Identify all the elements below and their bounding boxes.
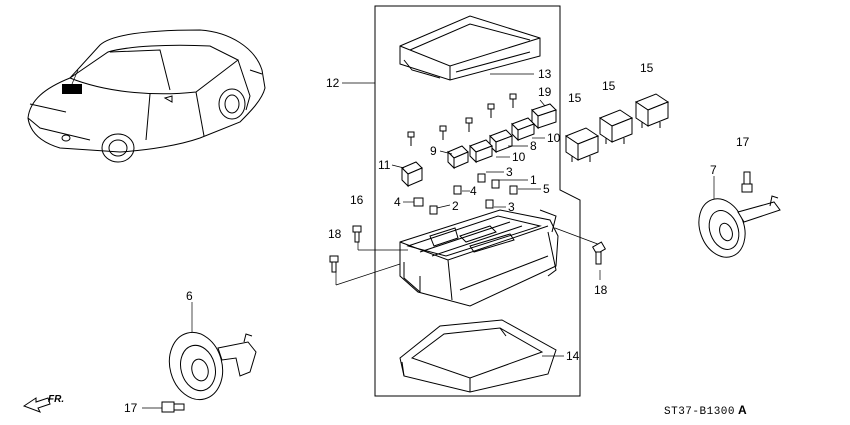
front-arrow-label: FR. bbox=[48, 394, 64, 405]
bolt-icon bbox=[591, 241, 607, 265]
relay-19 bbox=[531, 103, 557, 130]
relay-icon bbox=[564, 127, 600, 162]
callout-14: 14 bbox=[566, 349, 580, 363]
fuse-icon bbox=[413, 173, 518, 215]
callout-2: 2 bbox=[452, 199, 459, 213]
car-outline-icon bbox=[27, 29, 266, 163]
callout-13: 13 bbox=[538, 67, 552, 81]
relay-8 bbox=[489, 129, 513, 154]
callout-16: 16 bbox=[350, 193, 364, 207]
callout-15-middle: 15 bbox=[602, 79, 616, 93]
fuse-box-lid bbox=[399, 15, 541, 81]
relay-10-upper bbox=[511, 117, 535, 142]
bolt-icon bbox=[741, 171, 753, 193]
callout-11: 11 bbox=[378, 158, 391, 172]
callout-10-lower: 10 bbox=[512, 150, 526, 164]
callout-6: 6 bbox=[186, 289, 193, 303]
fuse-box-location-marker bbox=[62, 84, 82, 94]
callout-4-left: 4 bbox=[394, 195, 401, 209]
callout-15-right: 15 bbox=[640, 61, 654, 75]
callout-3-lower: 3 bbox=[508, 200, 515, 214]
relay-icon bbox=[634, 93, 670, 128]
callout-10-upper: 10 bbox=[547, 131, 561, 145]
callout-18-right: 18 bbox=[594, 283, 608, 297]
callout-7: 7 bbox=[710, 163, 717, 177]
bolt-icon bbox=[329, 225, 362, 273]
relay-11 bbox=[401, 161, 423, 188]
callout-18-left: 18 bbox=[328, 227, 342, 241]
relay-10-lower bbox=[469, 139, 493, 164]
fuse-box-base bbox=[399, 209, 559, 307]
front-arrow-icon bbox=[22, 397, 51, 413]
callout-1: 1 bbox=[530, 173, 537, 187]
callout-12: 12 bbox=[326, 76, 340, 90]
diagram-code-suffix: A bbox=[738, 403, 747, 417]
callout-3-upper: 3 bbox=[506, 165, 513, 179]
callout-17-left: 17 bbox=[124, 401, 138, 415]
callout-9: 9 bbox=[430, 144, 437, 158]
fuse-box-tray bbox=[399, 319, 557, 393]
callout-19: 19 bbox=[538, 85, 552, 99]
bolt-icon bbox=[161, 401, 185, 413]
relay-icon bbox=[598, 109, 634, 144]
callout-4-right: 4 bbox=[470, 184, 477, 198]
callout-5: 5 bbox=[543, 182, 550, 196]
callout-17-right: 17 bbox=[736, 135, 750, 149]
leader-lines bbox=[142, 73, 749, 409]
assembly-bracket bbox=[374, 5, 581, 397]
horn-icon bbox=[698, 195, 781, 258]
callout-15-left: 15 bbox=[568, 91, 582, 105]
horn-icon bbox=[168, 331, 257, 401]
callout-8: 8 bbox=[530, 139, 537, 153]
bolt-icon bbox=[407, 93, 517, 146]
diagram-code: ST37-B1300 bbox=[664, 406, 735, 418]
relay-9 bbox=[447, 145, 469, 170]
